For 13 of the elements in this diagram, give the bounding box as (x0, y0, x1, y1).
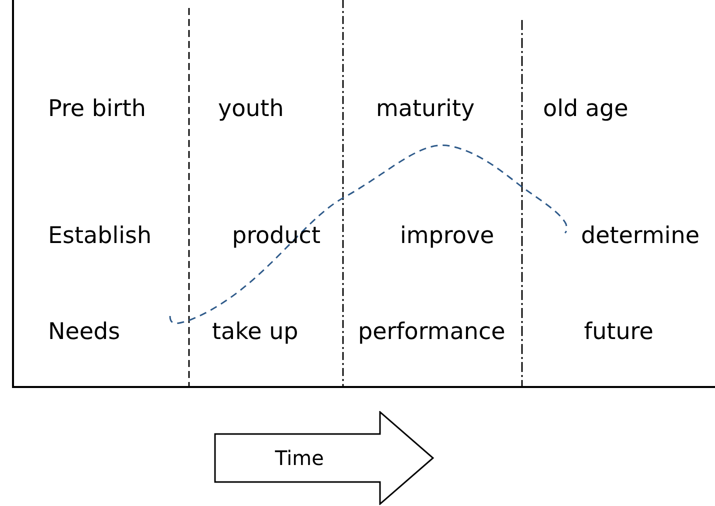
stage-label: future (584, 320, 654, 346)
stage-label: old age (543, 97, 628, 122)
stage-label: performance (358, 320, 506, 346)
stage-label: youth (218, 97, 284, 122)
arrow-label: Time (275, 448, 324, 468)
stage-label: determine (581, 224, 700, 250)
stage-label: maturity (376, 97, 475, 122)
stage-label: product (232, 224, 320, 250)
stage-label: improve (400, 224, 494, 250)
stage-label: Needs (48, 320, 120, 346)
stage-label: take up (212, 320, 298, 346)
stage-label: Pre birth (48, 97, 146, 122)
stage-label: Establish (48, 224, 152, 250)
